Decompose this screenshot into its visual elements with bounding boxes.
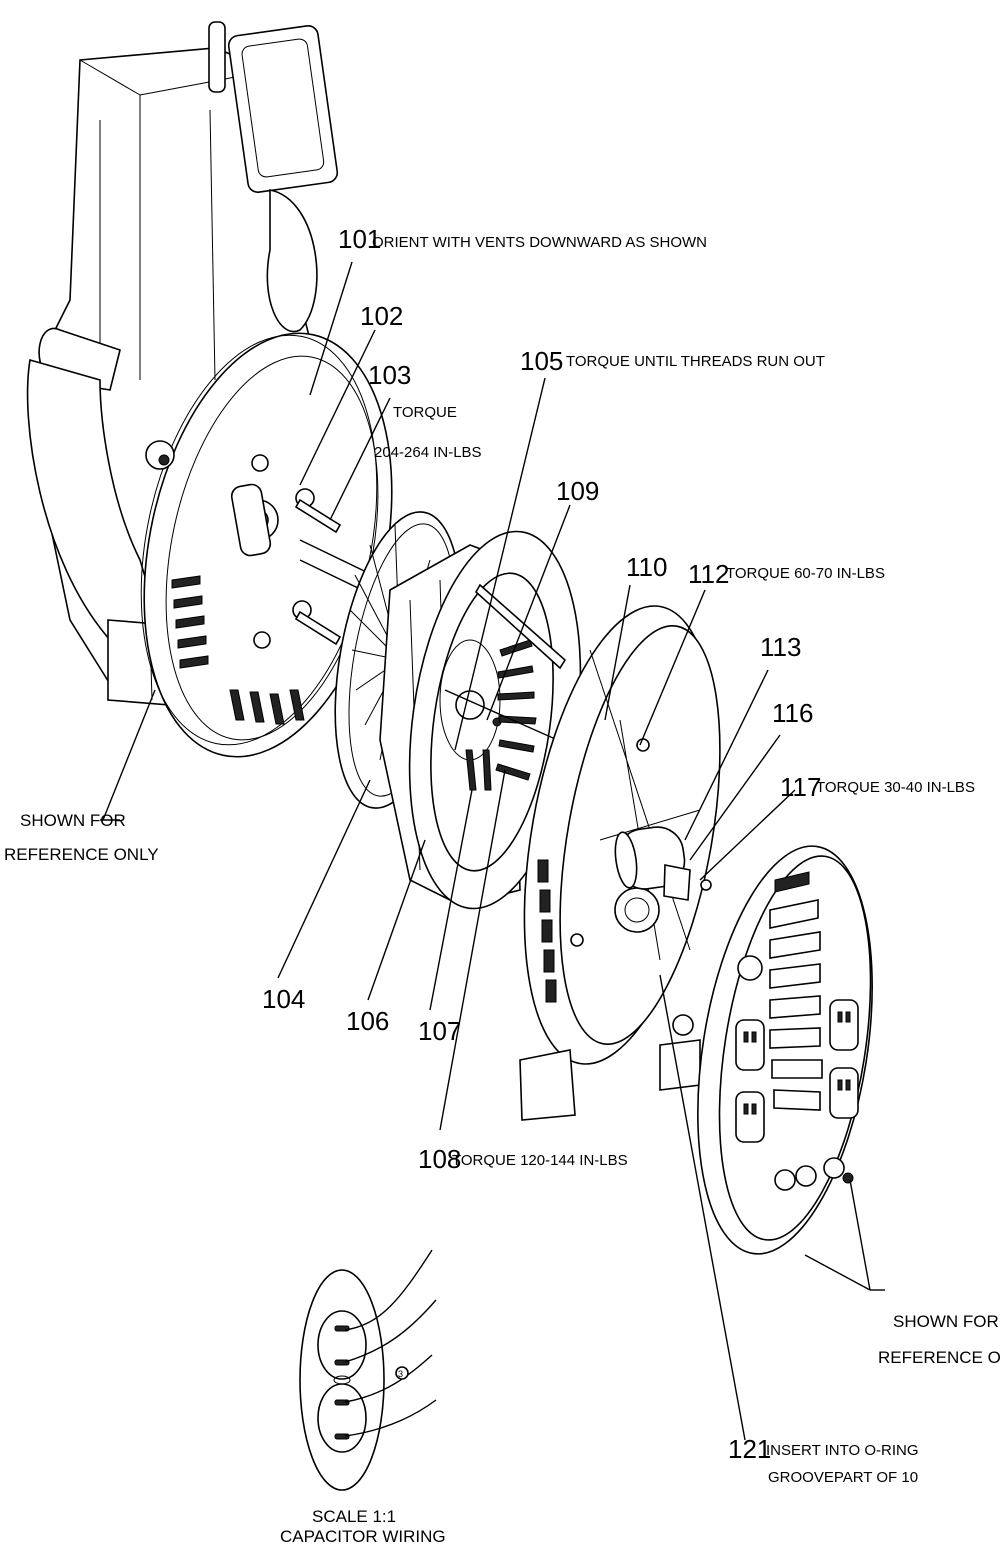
- outlet-panel: [697, 845, 873, 1255]
- callout-104: 104: [262, 984, 305, 1014]
- reference-note-left: SHOWN FOR REFERENCE ONLY: [4, 811, 159, 864]
- svg-text:117: 117: [780, 772, 821, 802]
- callout-102: 102: [360, 301, 403, 331]
- svg-text:SCALE 1:1: SCALE 1:1: [312, 1507, 396, 1526]
- callout-117: 117 TORQUE 30-40 IN-LBS: [780, 772, 975, 802]
- part-101-end-bell: [140, 332, 393, 758]
- end-bell-vents: [171, 575, 305, 725]
- panel-vent-slots: [769, 871, 823, 1111]
- callout-103: 103 TORQUE 204-264 IN-LBS: [368, 360, 482, 461]
- part-113-116-capacitor: [614, 826, 712, 901]
- svg-text:116: 116: [772, 698, 813, 728]
- callout-113: 113: [760, 632, 801, 662]
- svg-text:REFERENCE ONLY: REFERENCE ONLY: [878, 1348, 1000, 1367]
- svg-text:TORQUE 30-40 IN-LBS: TORQUE 30-40 IN-LBS: [816, 779, 975, 796]
- callout-108: 108 TORQUE 120-144 IN-LBS: [418, 1144, 628, 1174]
- svg-text:TORQUE 60-70 IN-LBS: TORQUE 60-70 IN-LBS: [726, 565, 885, 582]
- svg-text:108: 108: [418, 1144, 461, 1174]
- svg-text:103: 103: [368, 360, 411, 390]
- svg-text:113: 113: [760, 632, 801, 662]
- callout-121: 121 INSERT INTO O-RING GROOVEPART OF 10: [728, 1434, 919, 1486]
- callout-110: 110: [626, 552, 667, 582]
- svg-text:112: 112: [688, 559, 729, 589]
- svg-text:TORQUE: TORQUE: [393, 404, 457, 421]
- outlet-receptacles: [735, 999, 859, 1143]
- svg-text:105: 105: [520, 346, 563, 376]
- svg-text:SHOWN FOR: SHOWN FOR: [893, 1312, 999, 1331]
- callout-107: 107: [418, 1016, 461, 1046]
- callout-112: 112 TORQUE 60-70 IN-LBS: [688, 559, 885, 589]
- detail-marker: 3: [398, 1369, 403, 1379]
- housing-foot: [519, 1049, 576, 1121]
- svg-text:INSERT INTO O-RING: INSERT INTO O-RING: [766, 1442, 919, 1459]
- leader-lines: [100, 261, 885, 1441]
- svg-text:ORIENT WITH VENTS DOWNWARD AS: ORIENT WITH VENTS DOWNWARD AS SHOWN: [372, 234, 707, 251]
- svg-text:204-264 IN-LBS: 204-264 IN-LBS: [374, 444, 482, 461]
- svg-text:106: 106: [346, 1006, 389, 1036]
- svg-text:102: 102: [360, 301, 403, 331]
- capacitor-detail-view: [299, 1249, 437, 1491]
- detail-caption: SCALE 1:1 CAPACITOR WIRING 3: [280, 1369, 446, 1546]
- svg-text:101: 101: [338, 224, 381, 254]
- rotor-fins: [465, 639, 537, 791]
- svg-text:109: 109: [556, 476, 599, 506]
- svg-text:TORQUE 120-144 IN-LBS: TORQUE 120-144 IN-LBS: [452, 1152, 628, 1169]
- svg-text:107: 107: [418, 1016, 461, 1046]
- svg-text:GROOVEPART OF 10: GROOVEPART OF 10: [768, 1469, 918, 1486]
- callout-105: 105 TORQUE UNTIL THREADS RUN OUT: [520, 346, 825, 376]
- reference-note-right: SHOWN FOR REFERENCE ONLY: [878, 1312, 1000, 1367]
- callout-101: 101 ORIENT WITH VENTS DOWNWARD AS SHOWN: [338, 224, 707, 254]
- svg-text:110: 110: [626, 552, 667, 582]
- callout-109: 109: [556, 476, 599, 506]
- svg-text:104: 104: [262, 984, 305, 1014]
- svg-text:121: 121: [728, 1434, 771, 1464]
- callout-116: 116: [772, 698, 813, 728]
- svg-text:REFERENCE ONLY: REFERENCE ONLY: [4, 845, 159, 864]
- svg-text:SHOWN FOR: SHOWN FOR: [20, 811, 126, 830]
- svg-text:TORQUE UNTIL THREADS RUN OUT: TORQUE UNTIL THREADS RUN OUT: [566, 353, 825, 370]
- housing-embossed-logo: [537, 859, 557, 1003]
- svg-text:CAPACITOR WIRING: CAPACITOR WIRING: [280, 1527, 446, 1546]
- callout-106: 106: [346, 1006, 389, 1036]
